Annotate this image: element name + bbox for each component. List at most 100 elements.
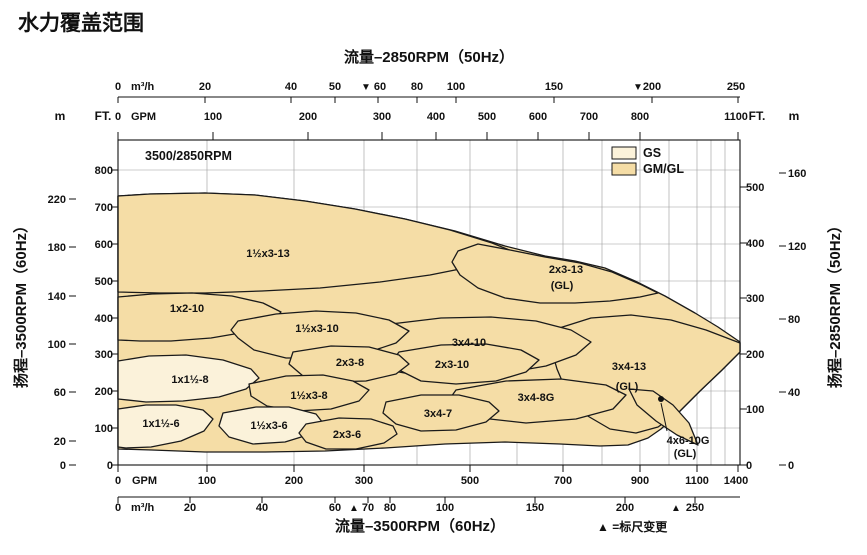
scale-change-marker-up: ▲ xyxy=(671,503,681,514)
legend-swatch-gmgl xyxy=(611,162,637,176)
tick-label: 300 xyxy=(355,475,373,487)
region-label-1x1-5-6: 1x1½-6 xyxy=(142,418,179,430)
axes-lines xyxy=(69,96,786,503)
region-label-1-5x3-6: 1½x3-6 xyxy=(250,420,287,432)
tick-label: 60 xyxy=(329,502,341,514)
top-gpm-unit: GPM xyxy=(131,111,156,123)
right-m-tick-labels: 160 120 80 40 0 xyxy=(788,168,806,472)
top-m3h-ticks xyxy=(117,97,739,103)
region-sublabel-3x4-13: (GL) xyxy=(616,381,639,393)
left-ft-tick-labels: 800 700 600 500 400 300 200 100 0 xyxy=(95,165,113,472)
point-4x6-10g xyxy=(658,396,664,402)
tick-label: 100 xyxy=(436,502,454,514)
tick-label: 700 xyxy=(580,111,598,123)
scale-change-footnote: ▲ =标尺变更 xyxy=(597,519,668,534)
tick-label: 600 xyxy=(529,111,547,123)
tick-label: 0 xyxy=(746,460,752,472)
tick-label: 500 xyxy=(461,475,479,487)
region-label-4x6-10g: 4x6-10G xyxy=(667,435,710,447)
tick-label: 200 xyxy=(285,475,303,487)
tick-label: 250 xyxy=(686,502,704,514)
region-label-3x4-10: 3x4-10 xyxy=(452,337,486,349)
tick-label: 120 xyxy=(788,241,806,253)
tick-label: 0 xyxy=(115,475,121,487)
top-gpm-tick-labels: m FT. 0 GPM 100 200 300 400 500 600 700 … xyxy=(55,109,800,123)
plot-border xyxy=(117,139,741,466)
top-m3h-tick-labels: 0 m³/h 20 40 50 ▼ 60 80 100 150 ▼ 200 25… xyxy=(115,81,745,93)
region-polygon-2x3-13 xyxy=(451,243,659,304)
region-label-1-5x3-10: 1½x3-10 xyxy=(295,323,338,335)
tick-label: 800 xyxy=(95,165,113,177)
right-ft-unit: FT. xyxy=(749,109,766,123)
top-axis-title: 流量–2850RPM（50Hz） xyxy=(344,48,514,66)
region-label-1x2-10: 1x2-10 xyxy=(170,303,204,315)
top-m3h-unit: m³/h xyxy=(131,81,155,93)
tick-label: 250 xyxy=(727,81,745,93)
region-label-2x3-13: 2x3-13 xyxy=(549,264,583,276)
region-label-3x4-8g: 3x4-8G xyxy=(518,392,555,404)
right-m-ticks xyxy=(779,172,786,466)
region-label-3x4-7: 3x4-7 xyxy=(424,408,452,420)
left-m-unit: m xyxy=(55,109,66,123)
tick-label: 0 xyxy=(115,502,121,514)
left-ft-ticks xyxy=(111,169,118,466)
tick-label: 600 xyxy=(95,239,113,251)
tick-label: 60 xyxy=(374,81,386,93)
left-axis-title: 扬程–3500RPM（60Hz） xyxy=(12,218,30,388)
legend: GS GM/GL xyxy=(611,146,684,176)
tick-label: 1100 xyxy=(724,111,748,123)
tick-label: 300 xyxy=(373,111,391,123)
tick-label: 20 xyxy=(54,436,66,448)
tick-label: 300 xyxy=(95,349,113,361)
tick-label: 500 xyxy=(478,111,496,123)
region-sublabel-4x6-10g: (GL) xyxy=(674,448,697,460)
tick-label: 220 xyxy=(48,194,66,206)
tick-label: 180 xyxy=(48,242,66,254)
region-polygon-1x1-5-6 xyxy=(117,404,214,449)
tick-label: 200 xyxy=(616,502,634,514)
bottom-gpm-tick-labels: 0 GPM 100 200 300 500 700 900 1100 1400 xyxy=(115,475,748,487)
tick-label: 150 xyxy=(545,81,563,93)
region-label-3x4-13: 3x4-13 xyxy=(612,361,646,373)
left-m-ticks xyxy=(69,198,76,466)
bottom-gpm-unit: GPM xyxy=(132,475,157,487)
tick-label: 20 xyxy=(199,81,211,93)
tick-label: 500 xyxy=(95,276,113,288)
top-gpm-ticks xyxy=(117,132,739,140)
scale-change-marker-down: ▼ xyxy=(361,82,371,93)
right-ft-tick-labels: 500 400 300 200 100 0 xyxy=(746,182,764,472)
region-label-1x1-5-8: 1x1½-8 xyxy=(171,374,208,386)
tick-label: 160 xyxy=(788,168,806,180)
tick-label: 150 xyxy=(526,502,544,514)
right-ft-ticks xyxy=(740,186,747,466)
tick-label: 80 xyxy=(411,81,423,93)
legend-label-gs: GS xyxy=(643,146,661,160)
coverage-regions xyxy=(117,192,741,453)
scale-change-marker-up: ▲ xyxy=(349,503,359,514)
region-label-1-5x3-13: 1½x3-13 xyxy=(246,248,289,260)
bottom-axis-title: 流量–3500RPM（60Hz） xyxy=(335,517,505,535)
tick-label: 200 xyxy=(643,81,661,93)
region-label-2x3-6: 2x3-6 xyxy=(333,429,361,441)
scale-change-marker-down: ▼ xyxy=(633,82,643,93)
tick-label: 700 xyxy=(554,475,572,487)
legend-swatch-gs xyxy=(611,146,637,160)
tick-label: 700 xyxy=(95,202,113,214)
tick-label: 100 xyxy=(447,81,465,93)
region-labels: 1½x3-13 2x3-13 (GL) 1x2-10 1½x3-10 3x4-1… xyxy=(142,248,709,460)
tick-label: 200 xyxy=(746,349,764,361)
tick-label: 80 xyxy=(384,502,396,514)
tick-label: 140 xyxy=(48,291,66,303)
region-label-1-5x3-8: 1½x3-8 xyxy=(290,390,327,402)
tick-label: 400 xyxy=(427,111,445,123)
tick-label: 200 xyxy=(95,386,113,398)
tick-label: 500 xyxy=(746,182,764,194)
tick-label: 20 xyxy=(184,502,196,514)
region-polygon-3x4-7 xyxy=(382,394,500,432)
pointer-4x6-10g xyxy=(660,402,668,432)
tick-label: 300 xyxy=(746,293,764,305)
region-sublabel-2x3-13: (GL) xyxy=(551,280,574,292)
tick-label: 100 xyxy=(198,475,216,487)
legend-label-gmgl: GM/GL xyxy=(643,162,684,176)
